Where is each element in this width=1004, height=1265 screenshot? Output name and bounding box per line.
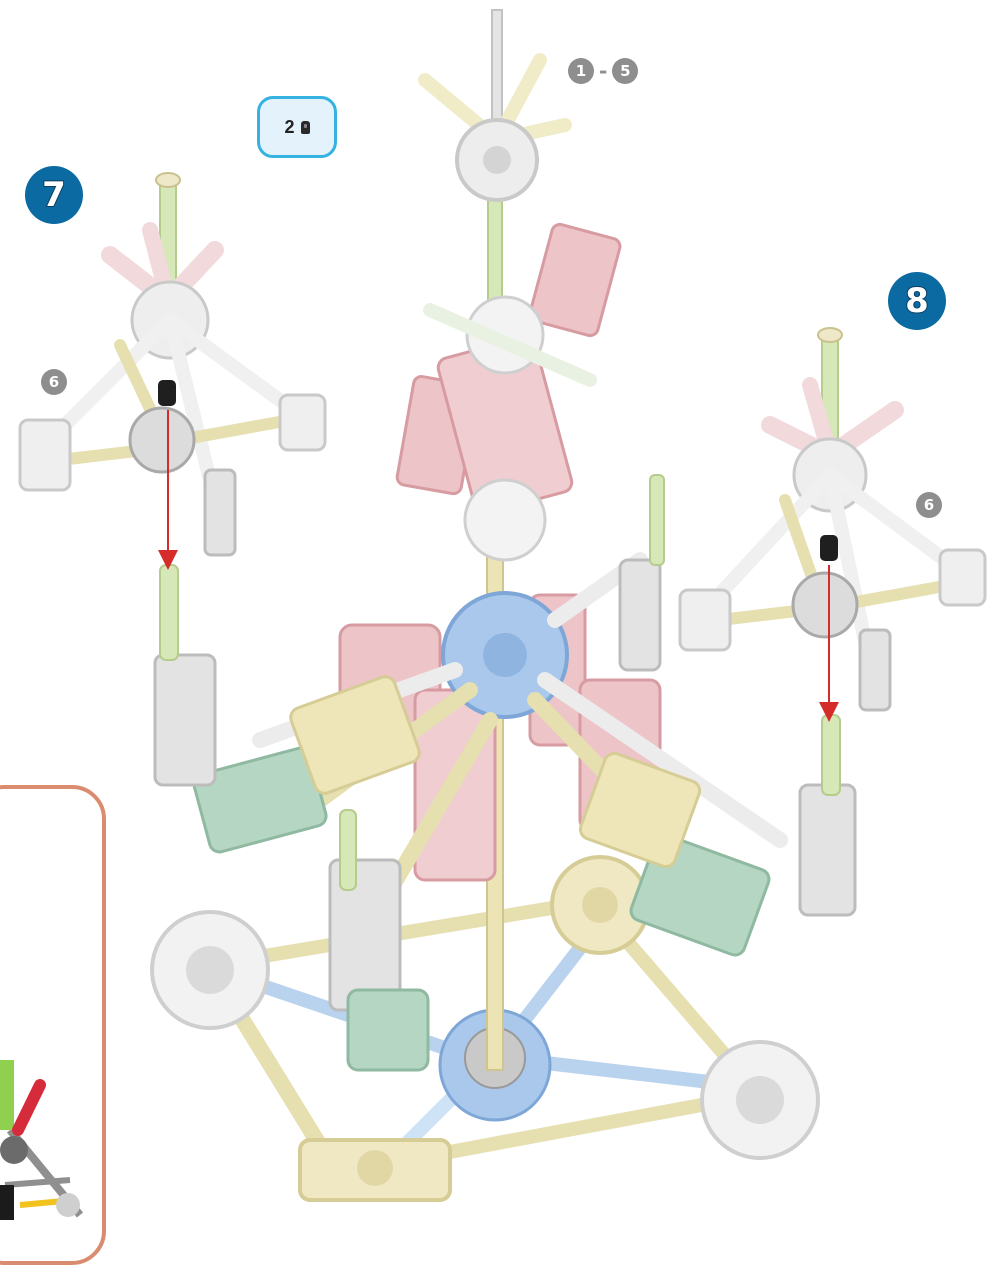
range-separator: - — [599, 59, 607, 83]
reference-panel — [0, 785, 106, 1265]
parts-quantity-callout: 2 — [257, 96, 337, 158]
part-quantity: 2 — [284, 117, 294, 138]
sub-step-number: 1 — [576, 62, 586, 80]
sub-step-badge: 6 — [41, 369, 67, 395]
sub-step-badge: 5 — [612, 58, 638, 84]
step-number-badge: 8 — [888, 272, 946, 330]
step-number-badge: 7 — [25, 166, 83, 224]
nut-icon — [301, 121, 310, 134]
step-number: 8 — [905, 281, 929, 321]
left-sub-assembly — [20, 173, 325, 560]
sub-step-number: 6 — [924, 496, 934, 514]
sub-step-badge: 1 — [568, 58, 594, 84]
sub-step-number: 5 — [620, 62, 630, 80]
right-sub-assembly — [680, 328, 985, 712]
nut-part — [158, 380, 176, 406]
build-illustration — [0, 0, 1004, 1220]
sub-step-number: 6 — [49, 373, 59, 391]
nut-part — [820, 535, 838, 561]
sub-step-range: 1 - 5 — [568, 58, 638, 84]
sub-step-badge: 6 — [916, 492, 942, 518]
step-number: 7 — [42, 175, 66, 215]
